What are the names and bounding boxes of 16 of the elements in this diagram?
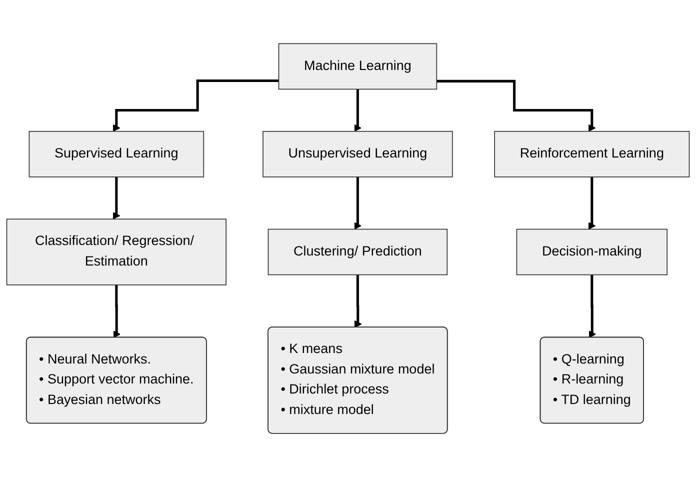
- arrow: [113, 284, 120, 338]
- node-box: Reinforcement Learning: [494, 130, 690, 178]
- node-box: Classification/ Regression/ Estimation: [6, 218, 226, 286]
- node-box: Unsupervised Learning: [262, 130, 453, 178]
- arrow: [588, 176, 596, 230]
- arrow: [354, 88, 362, 132]
- arrow: [354, 274, 362, 328]
- arrow: [436, 80, 596, 132]
- arrow: [112, 176, 120, 220]
- arrow: [588, 274, 596, 338]
- arrow: [354, 176, 362, 230]
- node-box: Supervised Learning: [28, 130, 204, 178]
- node-box: Decision-making: [516, 228, 668, 276]
- node-box: Clustering/ Prediction: [268, 228, 448, 276]
- node-box: Machine Learning: [278, 43, 438, 90]
- arrow: [112, 80, 279, 132]
